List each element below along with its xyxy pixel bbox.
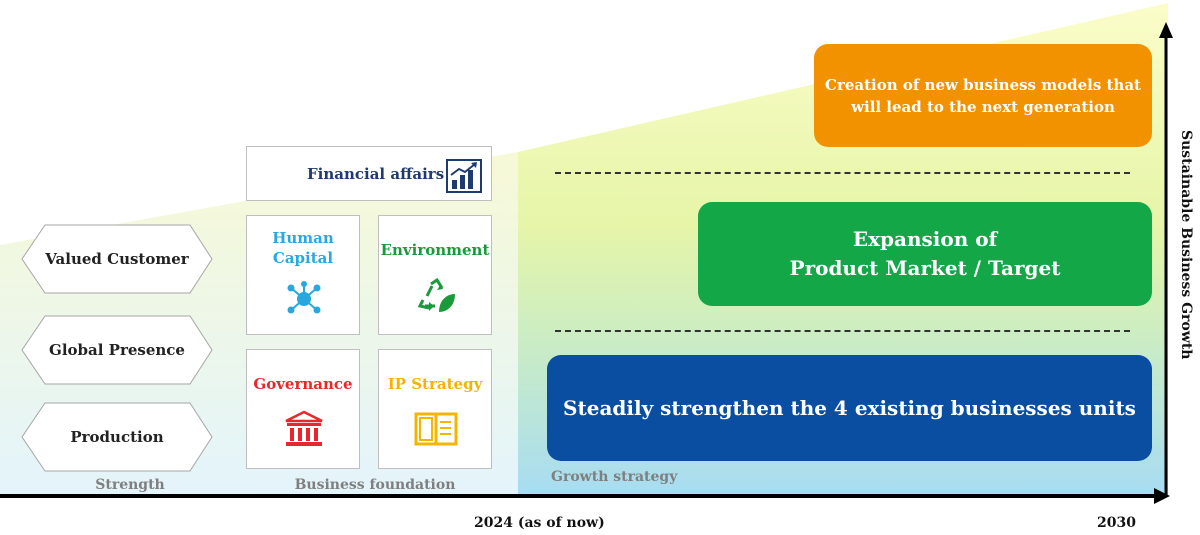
card-human-capital: Human Capital	[246, 215, 360, 335]
ip-strategy-title: IP Strategy	[387, 375, 483, 393]
card-governance: Governance	[246, 349, 360, 469]
open-book-icon	[414, 412, 458, 446]
x-axis-arrowhead	[1154, 488, 1170, 504]
strategy-expansion-line2: Product Market / Target	[789, 256, 1061, 280]
strength-production: Production	[70, 428, 164, 446]
strategy-strengthen-existing: Steadily strengthen the 4 existing busin…	[547, 355, 1152, 461]
human-capital-title-line1: Human	[272, 229, 334, 247]
bar-chart-growth-icon	[446, 159, 482, 193]
hexagon-valued-customer	[21, 224, 213, 294]
strategy-expansion-line1: Expansion of	[852, 227, 998, 251]
strength-valued-customer: Valued Customer	[45, 250, 189, 268]
hexagon-global-presence	[21, 315, 213, 385]
card-ip-strategy: IP Strategy	[378, 349, 492, 469]
card-environment: Environment	[378, 215, 492, 335]
business-foundation-caption: Business foundation	[294, 477, 456, 493]
y-axis-arrowhead	[1159, 22, 1173, 38]
environment-title: Environment	[380, 241, 490, 259]
strategy-expansion: Expansion of Product Market / Target	[698, 202, 1152, 306]
strategy-new-business-models-line2: will lead to the next generation	[851, 97, 1115, 116]
strategy-new-business-models-line1: Creation of new business models that	[825, 75, 1141, 94]
x-axis-end-label: 2030	[1097, 515, 1136, 531]
growth-strategy-caption: Growth strategy	[551, 469, 678, 485]
network-people-icon	[287, 281, 321, 314]
government-building-icon	[285, 410, 323, 446]
card-financial-affairs: Financial affairs	[246, 146, 492, 201]
strategy-strengthen-existing-text: Steadily strengthen the 4 existing busin…	[563, 396, 1136, 420]
hexagon-production	[21, 402, 213, 472]
financial-affairs-title: Financial affairs	[307, 165, 445, 183]
strength-global-presence: Global Presence	[49, 341, 185, 359]
recycle-leaf-icon	[417, 278, 455, 312]
strength-caption: Strength	[95, 477, 165, 493]
dashed-divider-lower	[555, 330, 1130, 332]
y-axis-label: Sustainable Business Growth	[1178, 130, 1194, 360]
governance-title: Governance	[253, 375, 353, 393]
strategy-new-business-models: Creation of new business models that wil…	[814, 44, 1152, 147]
dashed-divider-upper	[555, 172, 1130, 174]
x-axis-start-label: 2024 (as of now)	[474, 515, 605, 531]
human-capital-title-line2: Capital	[272, 249, 334, 267]
